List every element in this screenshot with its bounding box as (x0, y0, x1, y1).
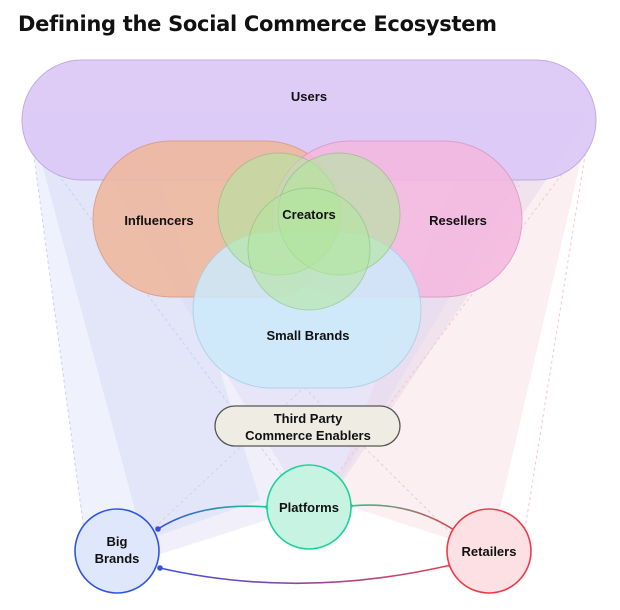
platforms-node (266, 464, 352, 550)
creators-circle-bottom (247, 187, 371, 311)
page-title: Defining the Social Commerce Ecosystem (18, 12, 497, 36)
arc-bigbrands-retailers (159, 564, 452, 585)
retailers-node (446, 508, 532, 594)
platforms-label: Platforms (279, 500, 339, 515)
arc-bigbrands-platforms (157, 505, 269, 530)
small-brands-label: Small Brands (266, 328, 349, 343)
resellers-label: Resellers (429, 213, 487, 228)
users-label: Users (291, 89, 327, 104)
big-brands-node (74, 508, 160, 594)
retailers-label: Retailers (462, 544, 517, 559)
third-party-label-line2: Commerce Enablers (245, 428, 371, 443)
third-party-shape (214, 405, 401, 447)
third-party-label-line1: Third Party (274, 411, 343, 426)
influencers-label: Influencers (124, 213, 193, 228)
big-brands-label-line2: Brands (95, 551, 140, 566)
big-brands-label-line1: Big (107, 534, 128, 549)
creators-label: Creators (282, 207, 335, 222)
arc-platforms-retailers (349, 504, 458, 533)
